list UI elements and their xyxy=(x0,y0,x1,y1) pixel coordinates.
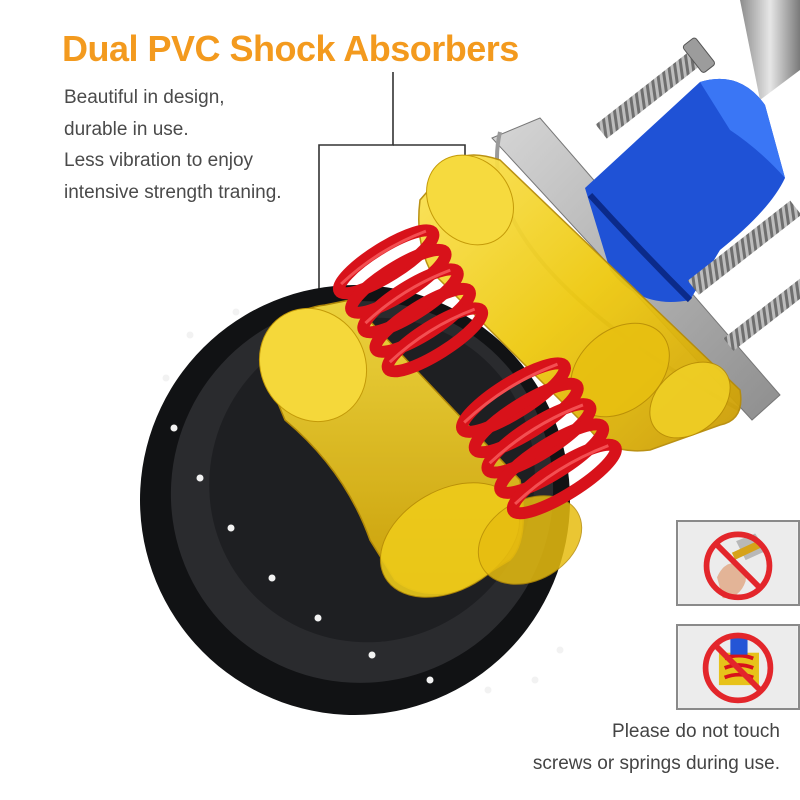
pvc-pad-lower xyxy=(258,299,583,598)
description-line: intensive strength traning. xyxy=(64,181,282,203)
no-touching-icon xyxy=(678,522,798,604)
page-title: Dual PVC Shock Absorbers xyxy=(62,28,519,69)
description-line: durable in use. xyxy=(64,118,189,140)
springs xyxy=(332,224,622,520)
no-touching-icon xyxy=(678,626,798,708)
blue-sleeve xyxy=(585,78,785,303)
description-line: Beautiful in design, xyxy=(64,87,225,108)
warning-image-hand xyxy=(676,520,800,606)
warning-line: Please do not touch xyxy=(612,721,780,742)
feature-description: Beautiful in design, durable in use. Les… xyxy=(64,82,282,208)
warning-image-spring xyxy=(676,624,800,710)
description-line: Less vibration to enjoy xyxy=(64,150,254,171)
warning-line: screws or springs during use. xyxy=(532,753,780,774)
spring-highlights xyxy=(340,229,609,506)
pvc-pad-upper xyxy=(418,154,742,452)
metal-rod xyxy=(740,0,800,100)
warning-caption: Please do not touch screws or springs du… xyxy=(533,716,780,780)
screws xyxy=(595,37,800,351)
